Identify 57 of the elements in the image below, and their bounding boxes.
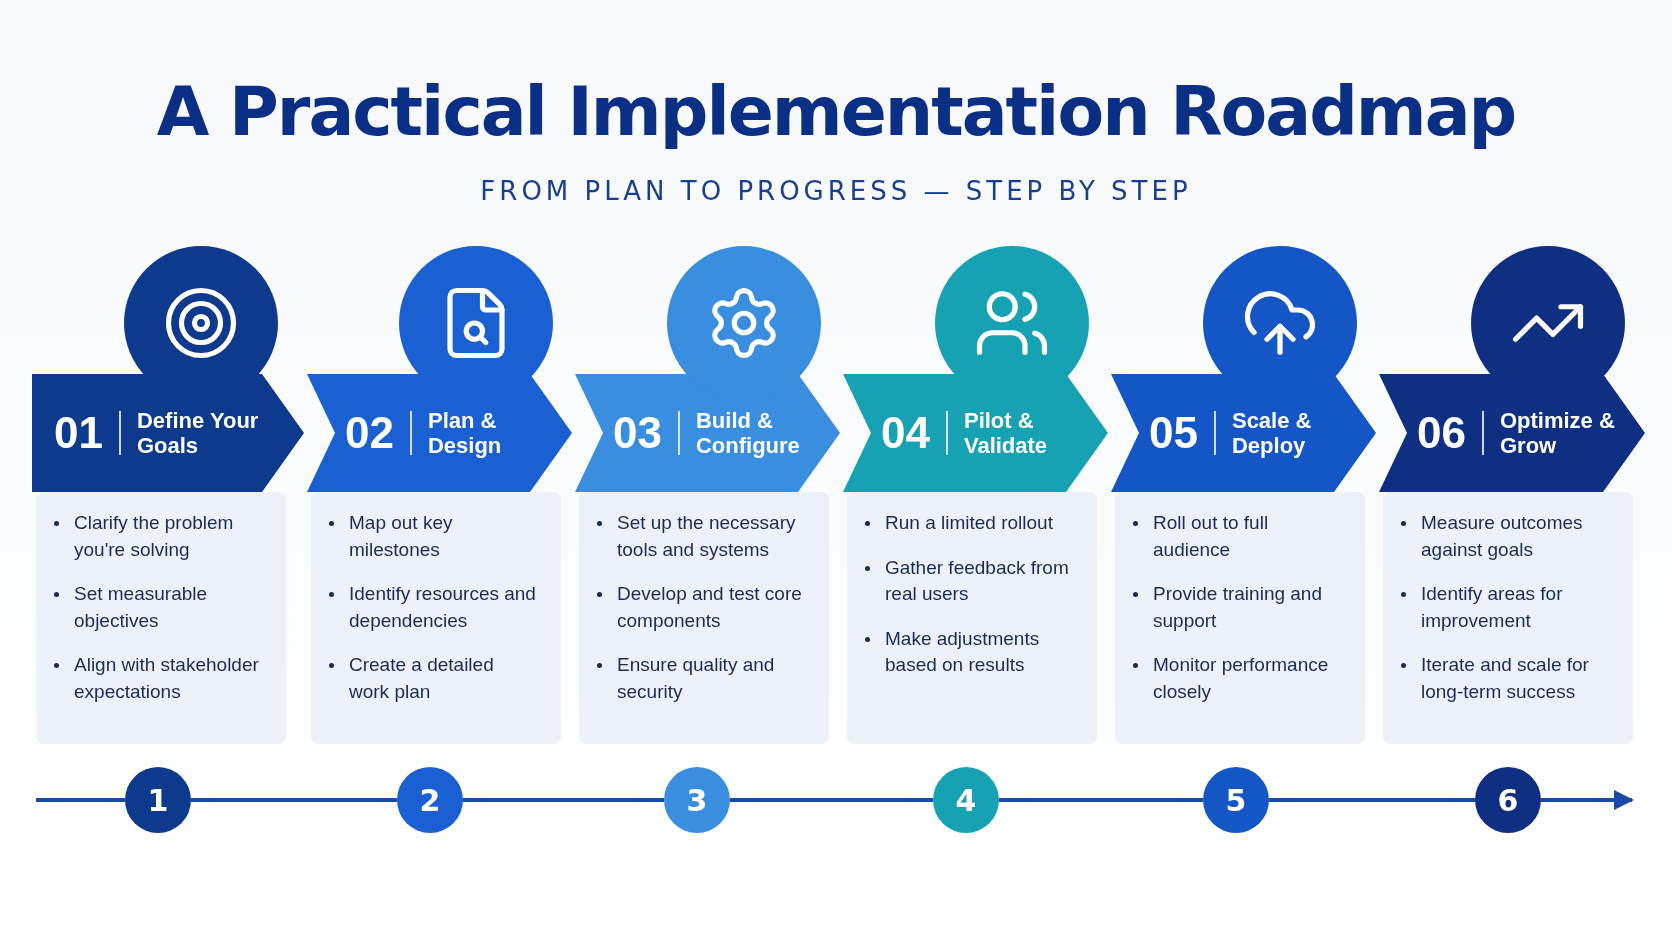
step-card: [1383, 492, 1633, 744]
step-title: Build & Configure: [695, 407, 801, 459]
step-number: 02: [345, 408, 394, 458]
bullet-item: Create a detailed work plan: [327, 652, 539, 706]
bullet-item: Identify areas for improvement: [1399, 581, 1611, 635]
timeline-line: [463, 798, 664, 802]
timeline-line: [730, 798, 933, 802]
bullet-item: Run a limited rollout: [863, 510, 1075, 537]
step-card: [36, 492, 286, 744]
timeline-line: [191, 798, 397, 802]
step-number-circle: 4: [933, 767, 999, 833]
bullet-item: Iterate and scale for long-term success: [1399, 652, 1611, 706]
bullet-item: Gather feedback from real users: [863, 554, 1075, 608]
timeline-line: [1269, 798, 1475, 802]
step-title: Optimize & Grow: [1499, 407, 1616, 459]
step-header: [307, 374, 572, 492]
step-number: 03: [613, 408, 662, 458]
bullet-item: Roll out to full audience: [1131, 510, 1343, 564]
step-card: [311, 492, 561, 744]
step-title: Pilot & Validate: [963, 407, 1049, 459]
step-number: 05: [1149, 408, 1198, 458]
step-number-circle: 1: [125, 767, 191, 833]
step-number-circle: 6: [1475, 767, 1541, 833]
bullet-item: Monitor performance closely: [1131, 652, 1343, 706]
step-card: [579, 492, 829, 744]
title: A Practical Implementation Roadmap: [156, 72, 1516, 151]
step-number-circle: 3: [664, 767, 730, 833]
step-title: Define Your Goals: [136, 407, 260, 459]
step-card: [847, 492, 1097, 744]
bullet-item: Align with stakeholder expectations: [52, 652, 264, 706]
bullet-item: Identify resources and dependencies: [327, 581, 539, 635]
step-header: [575, 374, 840, 492]
bullet-item: Clarify the problem you're solving: [52, 510, 264, 564]
subtitle: FROM PLAN TO PROGRESS — STEP BY STEP: [480, 176, 1192, 206]
step-card: [1115, 492, 1365, 744]
step-number: 01: [54, 408, 103, 458]
bullet-item: Measure outcomes against goals: [1399, 510, 1611, 564]
timeline-line: [999, 798, 1203, 802]
bullet-item: Make adjustments based on results: [863, 625, 1075, 679]
timeline-line: [36, 798, 125, 802]
bullet-item: Develop and test core components: [595, 581, 807, 635]
step-number: 06: [1417, 408, 1466, 458]
step-number-circle: 2: [397, 767, 463, 833]
step-header: [32, 374, 304, 492]
step-header: [843, 374, 1108, 492]
bullet-item: Set up the necessary tools and systems: [595, 510, 807, 564]
bullet-item: Ensure quality and security: [595, 652, 807, 706]
bullet-item: Map out key milestones: [327, 510, 539, 564]
bullet-item: Provide training and support: [1131, 581, 1343, 635]
step-number-circle: 5: [1203, 767, 1269, 833]
step-title: Plan & Design: [427, 407, 503, 459]
step-header: [1111, 374, 1376, 492]
step-header: [1379, 374, 1645, 492]
bullet-item: Set measurable objectives: [52, 581, 264, 635]
step-number: 04: [881, 408, 930, 458]
timeline-arrow: [1541, 790, 1634, 810]
step-title: Scale & Deploy: [1231, 407, 1313, 459]
